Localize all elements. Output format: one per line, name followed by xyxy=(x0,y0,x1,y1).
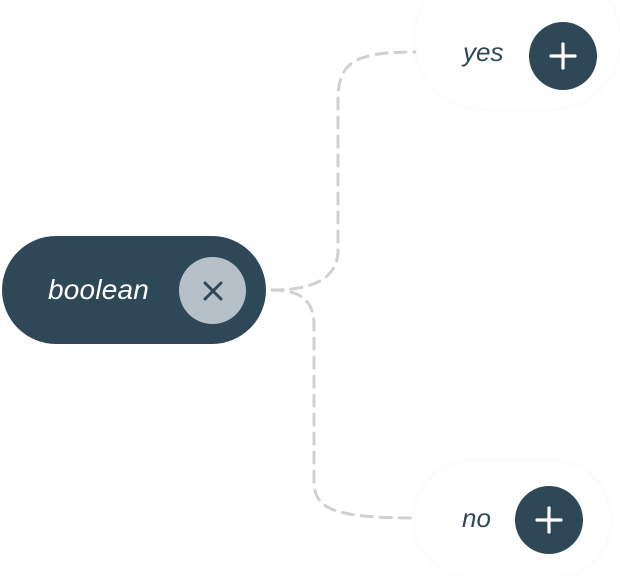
plus-icon xyxy=(535,506,563,534)
branch-label-yes: yes xyxy=(463,37,504,67)
close-icon xyxy=(203,281,222,300)
add-no-branch-button[interactable] xyxy=(515,486,583,554)
connector-yes xyxy=(270,50,417,292)
root-node[interactable]: boolean xyxy=(2,236,266,344)
connector-no xyxy=(270,288,417,520)
root-node-label: boolean xyxy=(48,274,150,305)
plus-icon xyxy=(549,42,577,70)
remove-node-button[interactable] xyxy=(179,257,246,324)
add-yes-branch-button[interactable] xyxy=(529,22,597,90)
branch-label-no: no xyxy=(462,503,491,533)
